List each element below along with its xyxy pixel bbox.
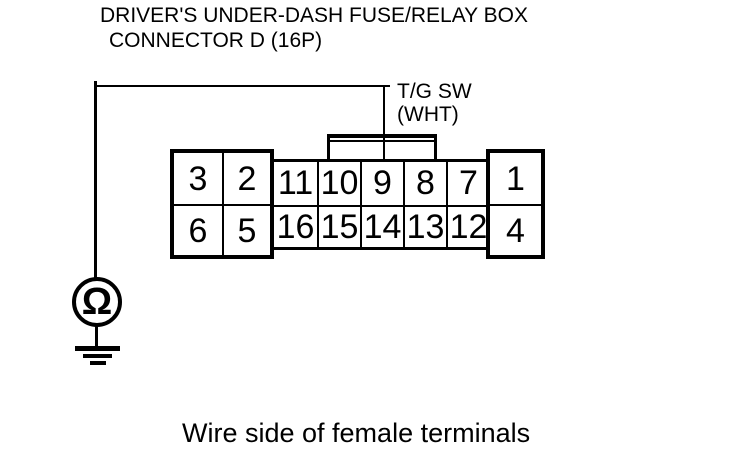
connector-tab (327, 134, 437, 162)
pin-cell-1: 1 (506, 159, 525, 198)
ground-bar-1 (75, 346, 120, 351)
wire-to-ground (95, 326, 98, 347)
wire-to-pin9 (383, 86, 385, 162)
pin-cell-4: 4 (490, 204, 541, 255)
pin-cell-2: 2 (222, 153, 270, 204)
pin-cell-6: 6 (174, 204, 222, 255)
pin-cell-3: 3 (188, 159, 208, 198)
pin-cell-16: 16 (274, 204, 317, 248)
pin-cell-9: 9 (360, 162, 403, 205)
pin-cell-11: 11 (277, 164, 314, 203)
pin-cell-5: 5 (222, 204, 270, 255)
pin-cell-14: 14 (360, 204, 403, 247)
page-title-line2: CONNECTOR D (16P) (109, 29, 323, 52)
connector-right-block: 1 4 (486, 149, 545, 259)
ground-bar-3 (90, 361, 106, 365)
tab-inner-line (330, 140, 434, 142)
page-title-line1: DRIVER'S UNDER-DASH FUSE/RELAY BOX (100, 4, 528, 27)
ground-bar-2 (83, 354, 112, 358)
pin-cell-7: 7 (446, 162, 489, 205)
ohmmeter-icon: Ω (72, 277, 122, 327)
connector-left-block: 3 2 6 5 (170, 149, 274, 259)
wire-label-name: T/G SW (397, 80, 472, 103)
wire-horizontal (94, 85, 390, 87)
pin-cell-12: 12 (446, 204, 489, 247)
pin-cell-13: 13 (403, 204, 446, 247)
omega-symbol: Ω (81, 280, 113, 323)
pin-cell-8: 8 (403, 162, 446, 205)
connector-middle-block: 11 10 9 8 7 16 15 14 13 12 (271, 159, 492, 250)
caption: Wire side of female terminals (182, 418, 531, 448)
pin-cell-10: 10 (317, 162, 360, 205)
wire-label-color: (WHT) (397, 103, 459, 126)
wire-vertical-left (94, 81, 97, 278)
pin-cell-15: 15 (317, 204, 360, 247)
